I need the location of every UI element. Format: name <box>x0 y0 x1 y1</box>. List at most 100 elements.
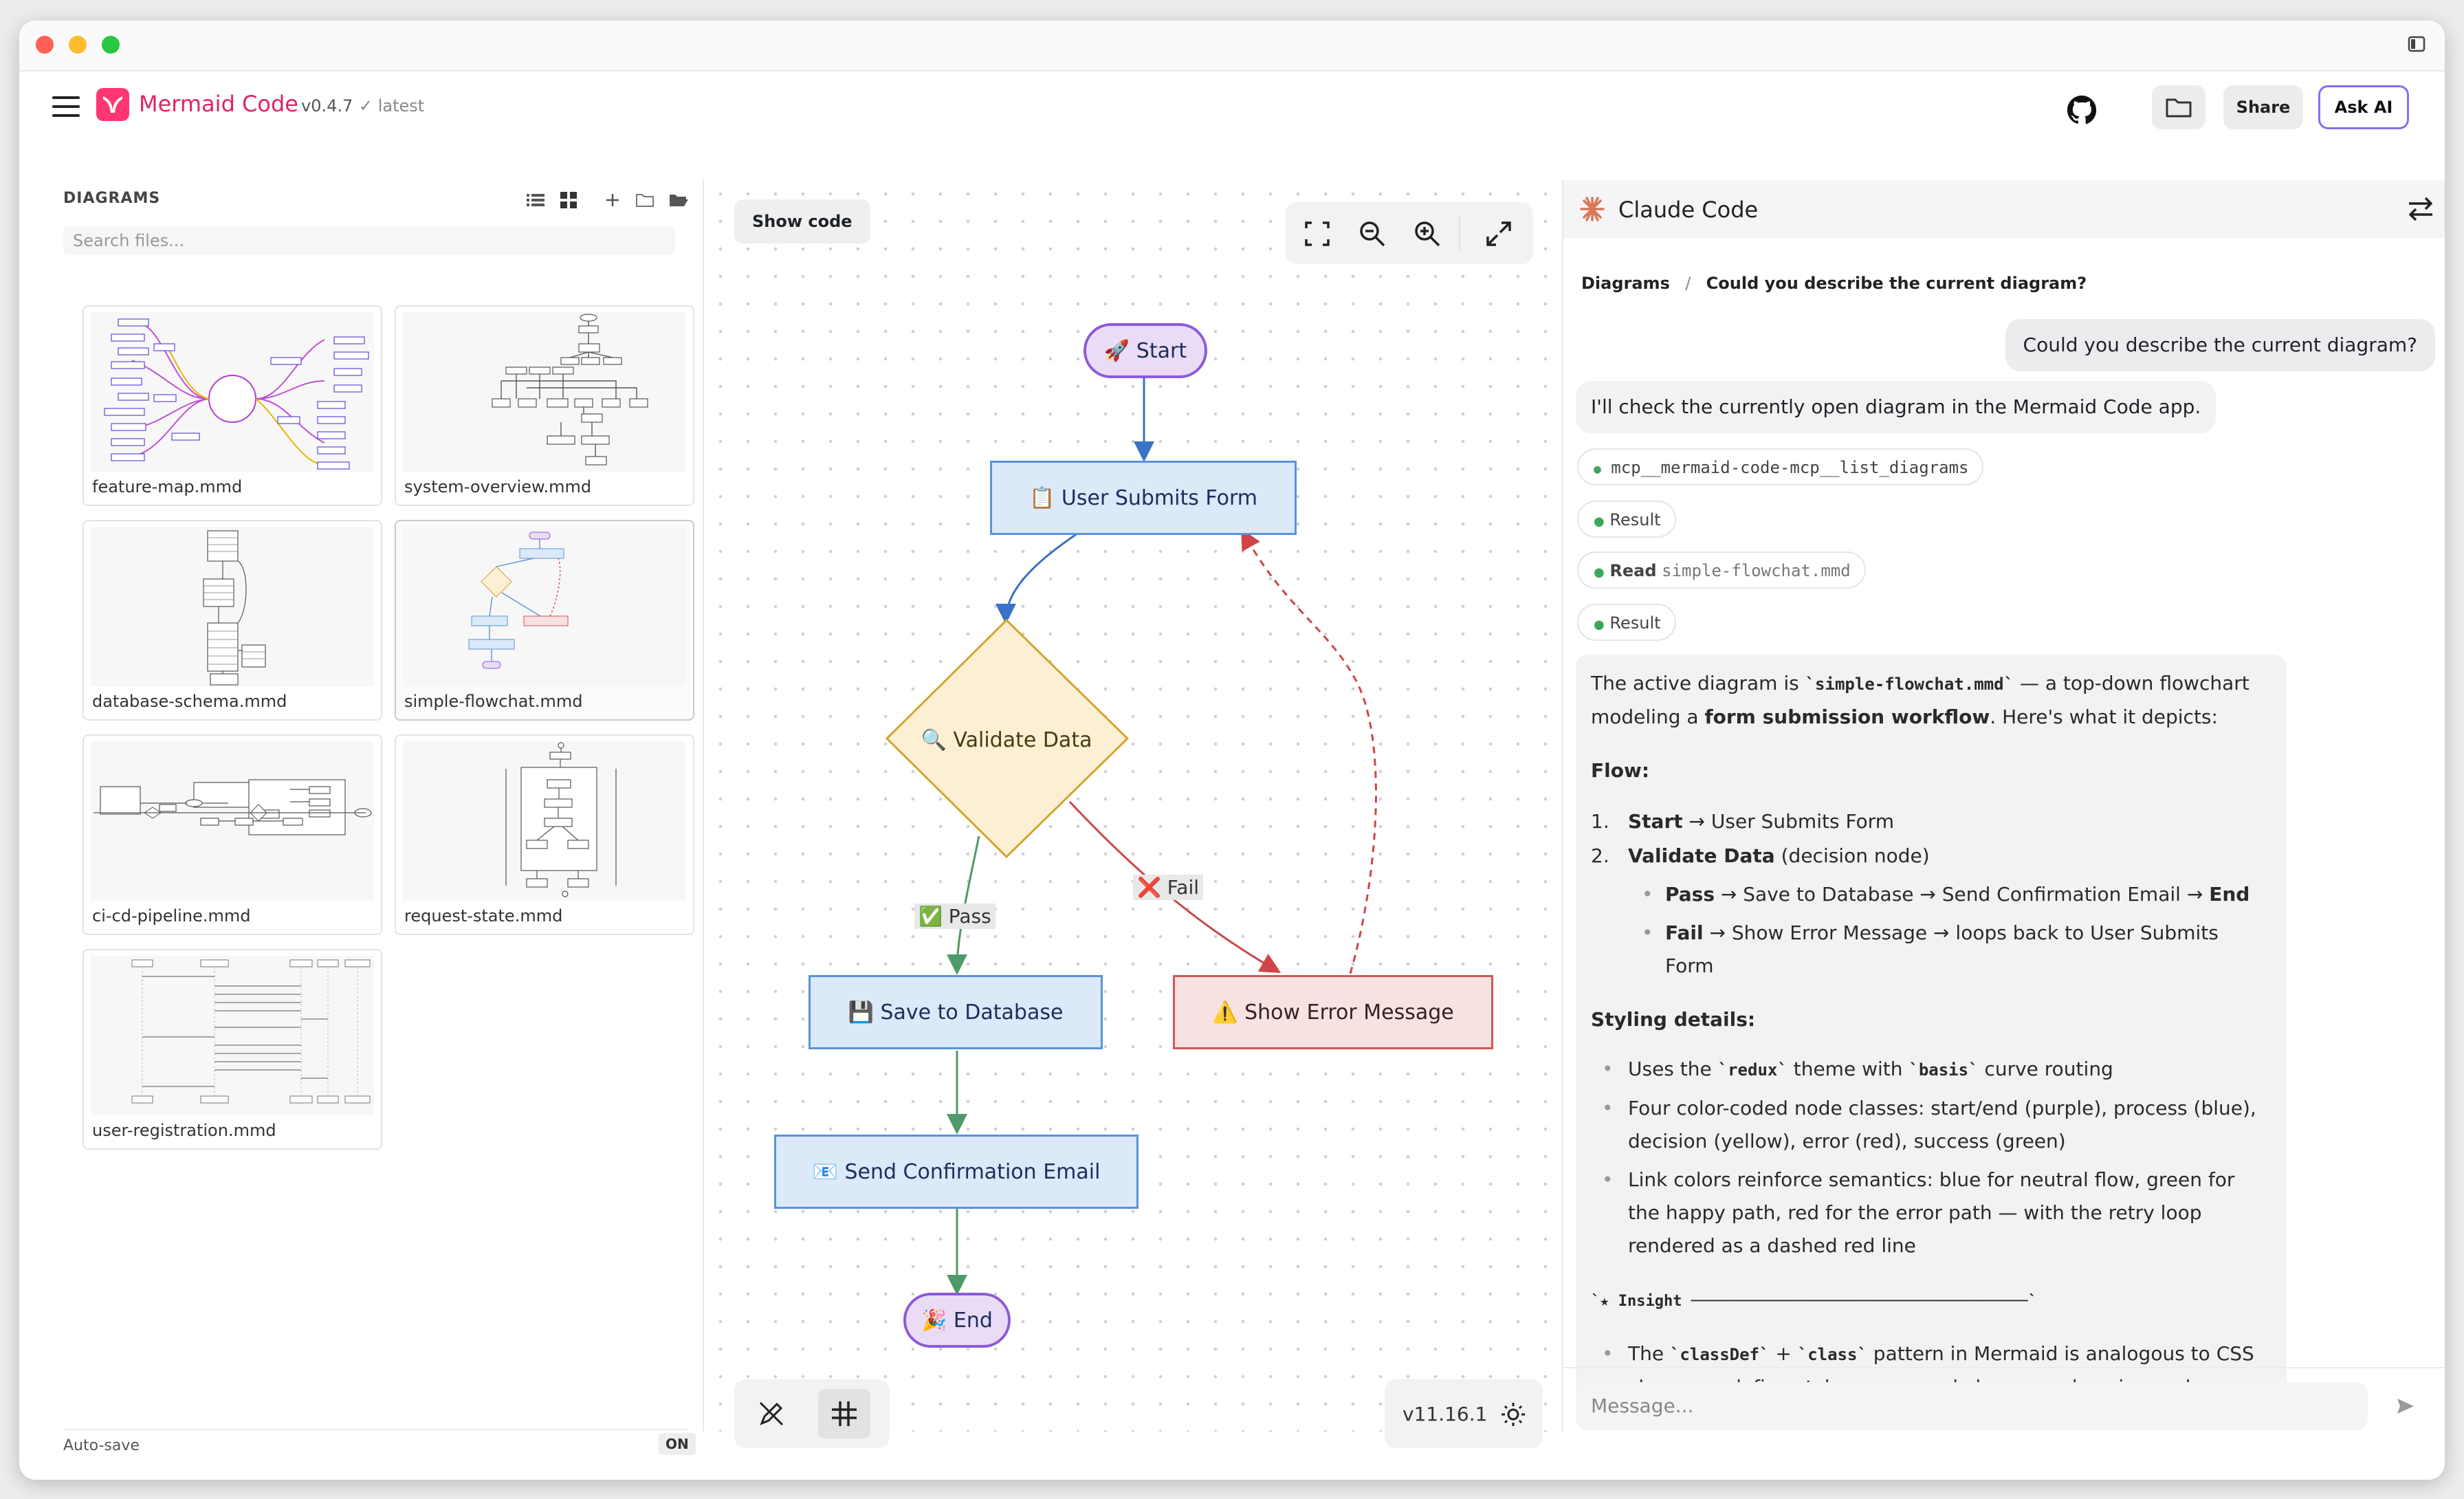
share-button[interactable]: Share <box>2223 85 2303 129</box>
send-icon[interactable] <box>2395 1396 2416 1416</box>
ci-cd-pipeline-thumbnail <box>91 741 374 901</box>
message-input[interactable]: Message... <box>1576 1382 2368 1430</box>
answer-text: curve routing <box>1978 1058 2113 1080</box>
show-code-button[interactable]: Show code <box>734 199 870 243</box>
app-version: v0.4.7 <box>301 96 353 116</box>
node-user-submits-form[interactable]: 📋 User Submits Form <box>990 461 1297 535</box>
file-card[interactable]: system-overview.mmd <box>395 305 694 506</box>
grid-view-icon[interactable] <box>560 191 578 209</box>
list-view-icon[interactable] <box>527 193 544 208</box>
file-card[interactable]: user-registration.mmd <box>82 949 382 1150</box>
assistant-answer: The active diagram is `simple-flowchat.m… <box>1576 655 2287 1418</box>
autosave-toggle[interactable]: ON <box>659 1433 696 1455</box>
request-state-thumbnail <box>403 741 686 901</box>
styling-bullet-3: • Link colors reinforce semantics: blue … <box>1591 1163 2272 1262</box>
tool-call-list-diagrams[interactable]: ● mcp__mermaid-code-mcp__list_diagrams <box>1577 448 1984 485</box>
flow-step-2: 2. Validate Data (decision node) <box>1591 840 2272 873</box>
minimize-window-button[interactable] <box>69 36 87 54</box>
chat-title: Claude Code <box>1618 197 1759 223</box>
expand-icon[interactable] <box>1485 220 1512 248</box>
fit-screen-icon[interactable] <box>1304 220 1331 248</box>
new-file-icon[interactable] <box>605 193 620 208</box>
version-bar: v11.16.1 <box>1385 1379 1543 1448</box>
node-send-confirmation-email[interactable]: 📧 Send Confirmation Email <box>774 1135 1138 1209</box>
zoom-in-icon[interactable] <box>1414 220 1441 248</box>
edge-label-fail: ❌ Fail <box>1133 875 1204 900</box>
file-name: feature-map.mmd <box>92 477 243 496</box>
node-save-to-database[interactable]: 💾 Save to Database <box>808 975 1103 1049</box>
file-card[interactable]: feature-map.mmd <box>82 305 382 506</box>
divider <box>1459 216 1460 250</box>
bullet: • <box>1642 883 1653 906</box>
search-files-input[interactable]: Search files... <box>63 227 675 254</box>
app-window: Mermaid Code v0.4.7 ✓ latest Share Ask A… <box>19 21 2445 1480</box>
node-show-error-message[interactable]: ⚠️ Show Error Message <box>1173 975 1493 1049</box>
flow-step-1: 1. Start → User Submits Form <box>1591 805 2272 838</box>
bullet: • <box>1602 1097 1614 1119</box>
tool-call-read[interactable]: ● Read simple-flowchat.mmd <box>1577 551 1866 589</box>
answer-text: theme with <box>1787 1058 1909 1080</box>
file-card[interactable]: ci-cd-pipeline.mmd <box>82 734 382 935</box>
node-validate-data[interactable]: 🔍 Validate Data <box>921 727 1092 752</box>
status-dot-icon: ● <box>1594 462 1601 477</box>
answer-bold: Validate Data <box>1628 844 1775 867</box>
inline-code: `classDef` <box>1669 1345 1770 1364</box>
system-overview-thumbnail <box>403 312 686 472</box>
file-name: request-state.mmd <box>404 906 563 926</box>
tool-result-1[interactable]: ● Result <box>1577 501 1676 538</box>
tool-result-2[interactable]: ● Result <box>1577 604 1676 641</box>
ask-ai-button[interactable]: Ask AI <box>2318 85 2409 129</box>
sidebar-toggle-icon[interactable] <box>2408 36 2426 52</box>
user-registration-thumbnail <box>91 956 374 1115</box>
github-icon[interactable] <box>2067 95 2097 125</box>
edge-error-retry <box>1241 528 1377 974</box>
database-schema-thumbnail <box>91 527 374 686</box>
answer-bold: form submission workflow <box>1704 705 1990 728</box>
inline-code: `simple-flowchat.mmd` <box>1805 675 2014 694</box>
validate-diamond[interactable] <box>885 618 1130 859</box>
file-card[interactable]: database-schema.mmd <box>82 520 382 721</box>
edit-pencil-icon[interactable] <box>758 1400 785 1427</box>
answer-text: → User Submits Form <box>1682 810 1894 833</box>
file-card[interactable]: request-state.mmd <box>395 734 694 935</box>
swap-icon[interactable] <box>2406 195 2435 223</box>
answer-text: The <box>1628 1342 1670 1365</box>
folder-button[interactable] <box>2152 85 2206 129</box>
inline-code: `redux` <box>1717 1060 1788 1080</box>
maximize-window-button[interactable] <box>102 36 120 54</box>
zoom-out-icon[interactable] <box>1358 220 1386 248</box>
folder-icon <box>2166 98 2192 118</box>
insight-line: `★ Insight ─────────────────────────────… <box>1591 1283 2272 1318</box>
diagram-canvas[interactable]: Show code <box>707 180 1559 1448</box>
styling-bullet-1: • Uses the `redux` theme with `basis` cu… <box>1591 1053 2272 1086</box>
close-window-button[interactable] <box>36 36 54 54</box>
bullet: • <box>1602 1058 1614 1080</box>
breadcrumb-root[interactable]: Diagrams <box>1581 274 1670 293</box>
answer-text: Link colors reinforce semantics: blue fo… <box>1628 1168 2235 1257</box>
status-dot-icon: ● <box>1594 514 1605 529</box>
open-folder-icon[interactable] <box>668 193 689 208</box>
status-dot-icon: ● <box>1594 565 1605 580</box>
step-number: 1. <box>1591 810 1609 833</box>
inline-code: `basis` <box>1908 1060 1979 1080</box>
insight-text: `★ Insight ─────────────────────────────… <box>1591 1293 2038 1310</box>
flow-heading: Flow: <box>1591 759 1650 782</box>
grid-toggle-button[interactable] <box>818 1389 870 1438</box>
node-end[interactable]: 🎉 End <box>903 1293 1011 1348</box>
menu-icon[interactable] <box>52 96 80 121</box>
inline-code: `class` <box>1797 1345 1867 1364</box>
pass-branch: • Pass → Save to Database → Send Confirm… <box>1591 878 2272 911</box>
edge-submit-validate <box>996 531 1080 624</box>
divider <box>1563 1367 2445 1368</box>
answer-text: (decision node) <box>1774 844 1930 867</box>
chat-header: Claude Code <box>1563 180 2445 238</box>
autosave-label: Auto-save <box>63 1437 140 1454</box>
answer-text: → Save to Database → Send Confirmation E… <box>1715 883 2210 906</box>
new-folder-icon[interactable] <box>635 193 654 208</box>
node-start[interactable]: 🚀 Start <box>1084 323 1207 378</box>
app-title: Mermaid Code <box>139 91 298 117</box>
file-card-selected[interactable]: simple-flowchat.mmd <box>395 520 694 721</box>
feature-map-thumbnail <box>91 312 374 472</box>
diagrams-sidebar: DIAGRAMS Search files... <box>50 180 704 1455</box>
theme-toggle-sun-icon[interactable] <box>1500 1401 1526 1427</box>
